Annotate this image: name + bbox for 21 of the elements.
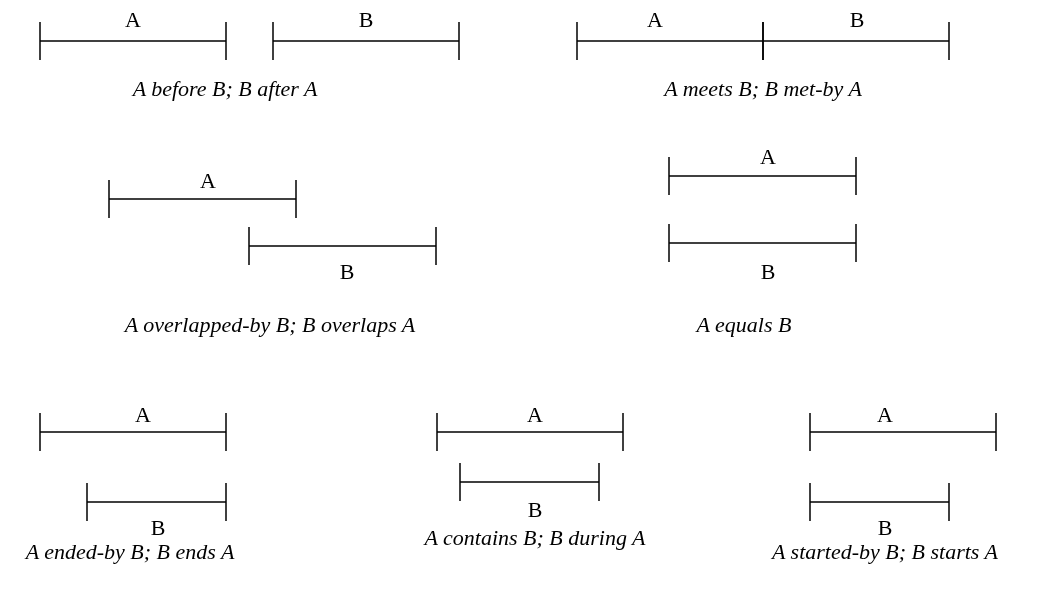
interval-label: A [125, 8, 141, 32]
relation-caption: A equals B [696, 313, 792, 337]
relation-caption: A before B; B after A [132, 77, 318, 101]
interval-label: A [877, 403, 893, 427]
interval-label: A [135, 403, 151, 427]
interval-label: B [358, 8, 374, 32]
relation-caption: A overlapped-by B; B overlaps A [124, 313, 416, 337]
interval-label: A [200, 169, 216, 193]
interval-label: A [527, 403, 543, 427]
interval-label: A [760, 145, 776, 169]
interval-label: B [339, 260, 355, 284]
interval-label: B [760, 260, 776, 284]
relation-caption: A meets B; B met-by A [664, 77, 862, 101]
relation-caption: A started-by B; B starts A [772, 540, 998, 564]
relation-caption: A contains B; B during A [424, 526, 646, 550]
interval-label: B [849, 8, 865, 32]
interval-label: B [527, 498, 543, 522]
relation-caption: A ended-by B; B ends A [25, 540, 235, 564]
interval-label: B [877, 516, 893, 540]
interval-label: B [150, 516, 166, 540]
interval-label: A [647, 8, 663, 32]
